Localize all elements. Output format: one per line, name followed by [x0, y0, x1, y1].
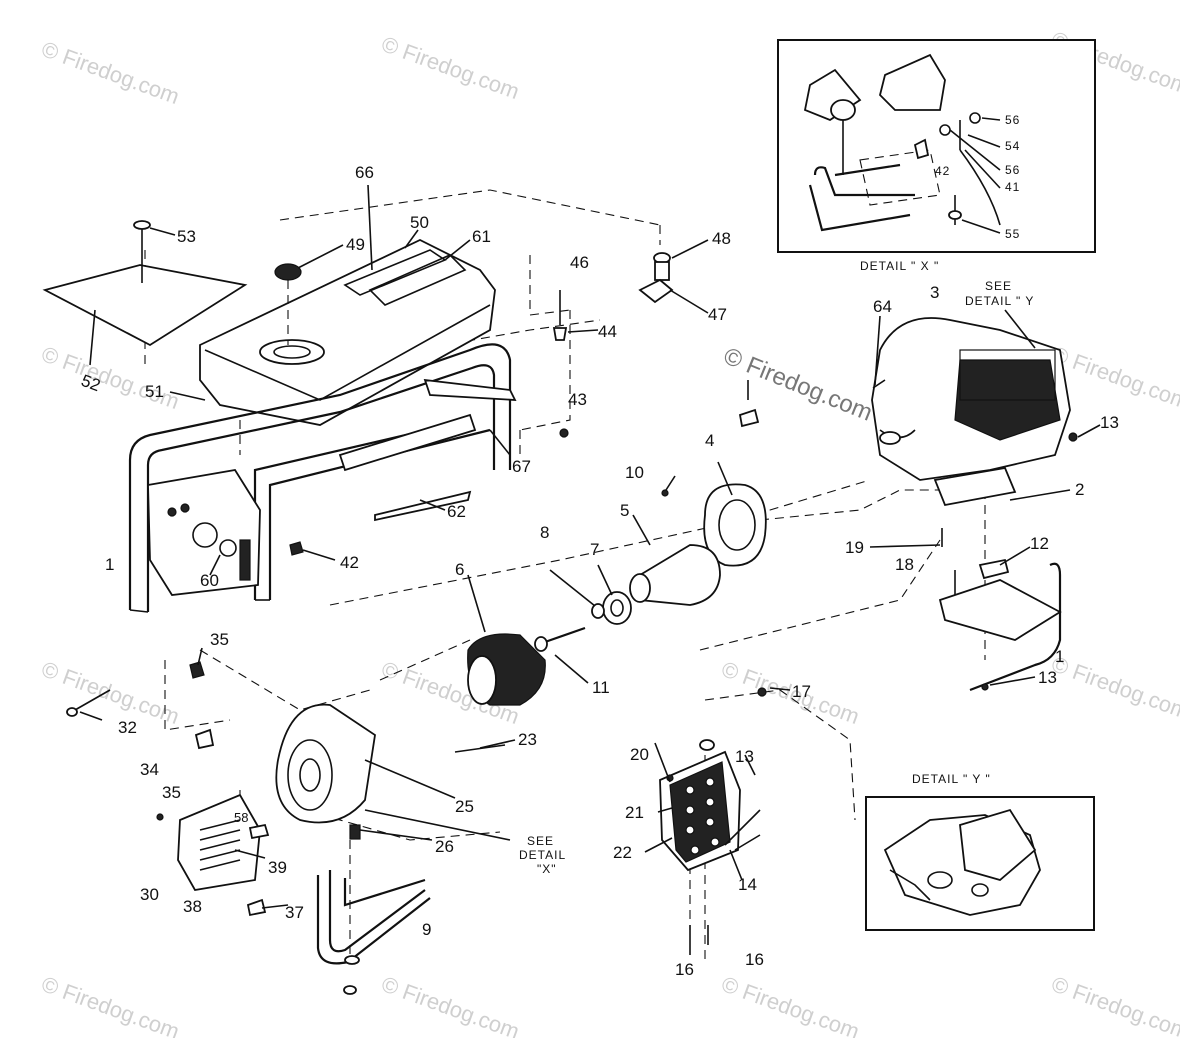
callout-7: 7 [590, 540, 599, 559]
callout-4: 4 [705, 431, 714, 450]
callout-1: 1 [105, 555, 114, 574]
callout-49: 49 [346, 235, 365, 254]
watermark: © Firedog.com [38, 36, 182, 109]
detail-y: DETAIL " Y " [865, 772, 1095, 931]
callout-37: 37 [285, 903, 304, 922]
callout-6: 6 [455, 560, 464, 579]
callout-62: 62 [447, 502, 466, 521]
brackets [289, 378, 517, 556]
callout-51: 51 [145, 382, 164, 401]
callout-48: 48 [712, 229, 731, 248]
callout-25: 25 [455, 797, 474, 816]
callout-64: 64 [873, 297, 892, 316]
see-detail-y-note: SEE DETAIL " Y [959, 279, 1056, 401]
handle-bracket [316, 870, 431, 995]
callout-60: 60 [200, 571, 219, 590]
callout-2: 2 [1075, 480, 1084, 499]
fuel-valve [552, 252, 674, 438]
detail-x-callout-54: 54 [1005, 139, 1020, 153]
detail-x-callout-55: 55 [1005, 227, 1020, 241]
watermark: © Firedog.com [718, 656, 862, 729]
callout-17: 17 [792, 682, 811, 701]
callout-16: 16 [675, 960, 694, 979]
control-panel [147, 469, 261, 596]
callout-26: 26 [435, 837, 454, 856]
callout-43: 43 [568, 390, 587, 409]
callout-46: 46 [570, 253, 589, 272]
watermark: © Firedog.com [1048, 651, 1180, 724]
fuel-tank [199, 238, 496, 426]
callout-16b: 16 [745, 950, 764, 969]
callout-14: 14 [738, 875, 757, 894]
see-detail-x-line2: DETAIL [519, 848, 566, 862]
callout-44: 44 [598, 322, 617, 341]
watermark: © Firedog.com [378, 31, 522, 104]
callout-32: 32 [118, 718, 137, 737]
callout-34: 34 [140, 760, 159, 779]
callout-35b: 35 [162, 783, 181, 802]
detail-y-title: DETAIL " Y " [912, 772, 991, 786]
callout-53: 53 [177, 227, 196, 246]
callout-11: 11 [592, 678, 610, 697]
callout-61: 61 [472, 227, 491, 246]
callout-1b: 1 [1055, 647, 1064, 666]
leader-lines [79, 117, 1101, 909]
detail-x-title: DETAIL " X " [860, 259, 939, 273]
callout-67: 67 [512, 457, 531, 476]
callout-50: 50 [410, 213, 429, 232]
control-box [659, 687, 767, 955]
watermark: © Firedog.com [378, 971, 522, 1038]
callout-13c: 13 [1038, 668, 1057, 687]
callout-42: 42 [340, 553, 359, 572]
see-detail-x-line3: "X" [537, 862, 557, 876]
callout-21: 21 [625, 803, 644, 822]
callout-3: 3 [930, 283, 939, 302]
callout-30: 30 [140, 885, 159, 904]
watermark: © Firedog.com [38, 341, 182, 414]
callout-5: 5 [620, 501, 629, 520]
top-panel [42, 220, 248, 347]
see-detail-x-note: SEE DETAIL "X" [519, 834, 566, 876]
callout-10: 10 [625, 463, 644, 482]
callout-23: 23 [518, 730, 537, 749]
see-detail-y-line2: DETAIL " Y [965, 294, 1034, 308]
callout-12: 12 [1030, 534, 1049, 553]
alternator-parts [454, 483, 767, 753]
callout-22: 22 [613, 843, 632, 862]
callout-47: 47 [708, 305, 727, 324]
detail-x-callout-56b: 56 [1005, 163, 1020, 177]
callout-labels: 66 50 61 49 53 52 51 48 46 44 47 43 67 6… [79, 113, 1119, 979]
callout-19: 19 [845, 538, 864, 557]
watermark: © Firedog.com [38, 971, 182, 1038]
detail-x-callout-56: 56 [1005, 113, 1020, 127]
callout-35: 35 [210, 630, 229, 649]
callout-20: 20 [630, 745, 649, 764]
callout-39: 39 [268, 858, 287, 877]
watermark: © Firedog.com [1048, 971, 1180, 1038]
callout-18: 18 [895, 555, 914, 574]
detail-x-callout-41: 41 [1005, 180, 1020, 194]
watermark: © Firedog.com [38, 656, 182, 729]
detail-x-callout-42: 42 [935, 164, 950, 178]
callout-13b: 13 [1100, 413, 1119, 432]
callout-9: 9 [422, 920, 431, 939]
callout-8: 8 [540, 523, 549, 542]
callout-58: 58 [234, 810, 248, 825]
callout-38: 38 [183, 897, 202, 916]
see-detail-y-line1: SEE [985, 279, 1012, 293]
callout-13: 13 [735, 747, 754, 766]
watermark: © Firedog.com [718, 971, 862, 1038]
callout-66: 66 [355, 163, 374, 182]
see-detail-x-line1: SEE [527, 834, 554, 848]
detail-x: DETAIL " X " [777, 39, 1096, 273]
rear-housing [66, 661, 376, 917]
